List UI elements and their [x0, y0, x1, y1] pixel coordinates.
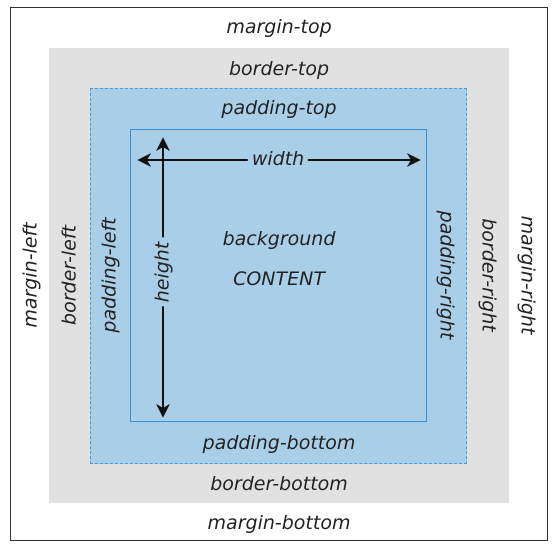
background-label: background: [222, 228, 336, 250]
padding-bottom-label: padding-bottom: [202, 432, 356, 454]
content-area: [130, 129, 427, 422]
border-bottom-label: border-bottom: [210, 473, 348, 495]
margin-top-label: margin-top: [226, 16, 332, 38]
border-top-label: border-top: [228, 58, 330, 80]
content-label: CONTENT: [233, 268, 325, 290]
padding-top-label: padding-top: [221, 97, 337, 119]
margin-bottom-label: margin-bottom: [207, 512, 351, 534]
width-label: width: [247, 150, 309, 169]
height-label: height: [152, 237, 174, 307]
